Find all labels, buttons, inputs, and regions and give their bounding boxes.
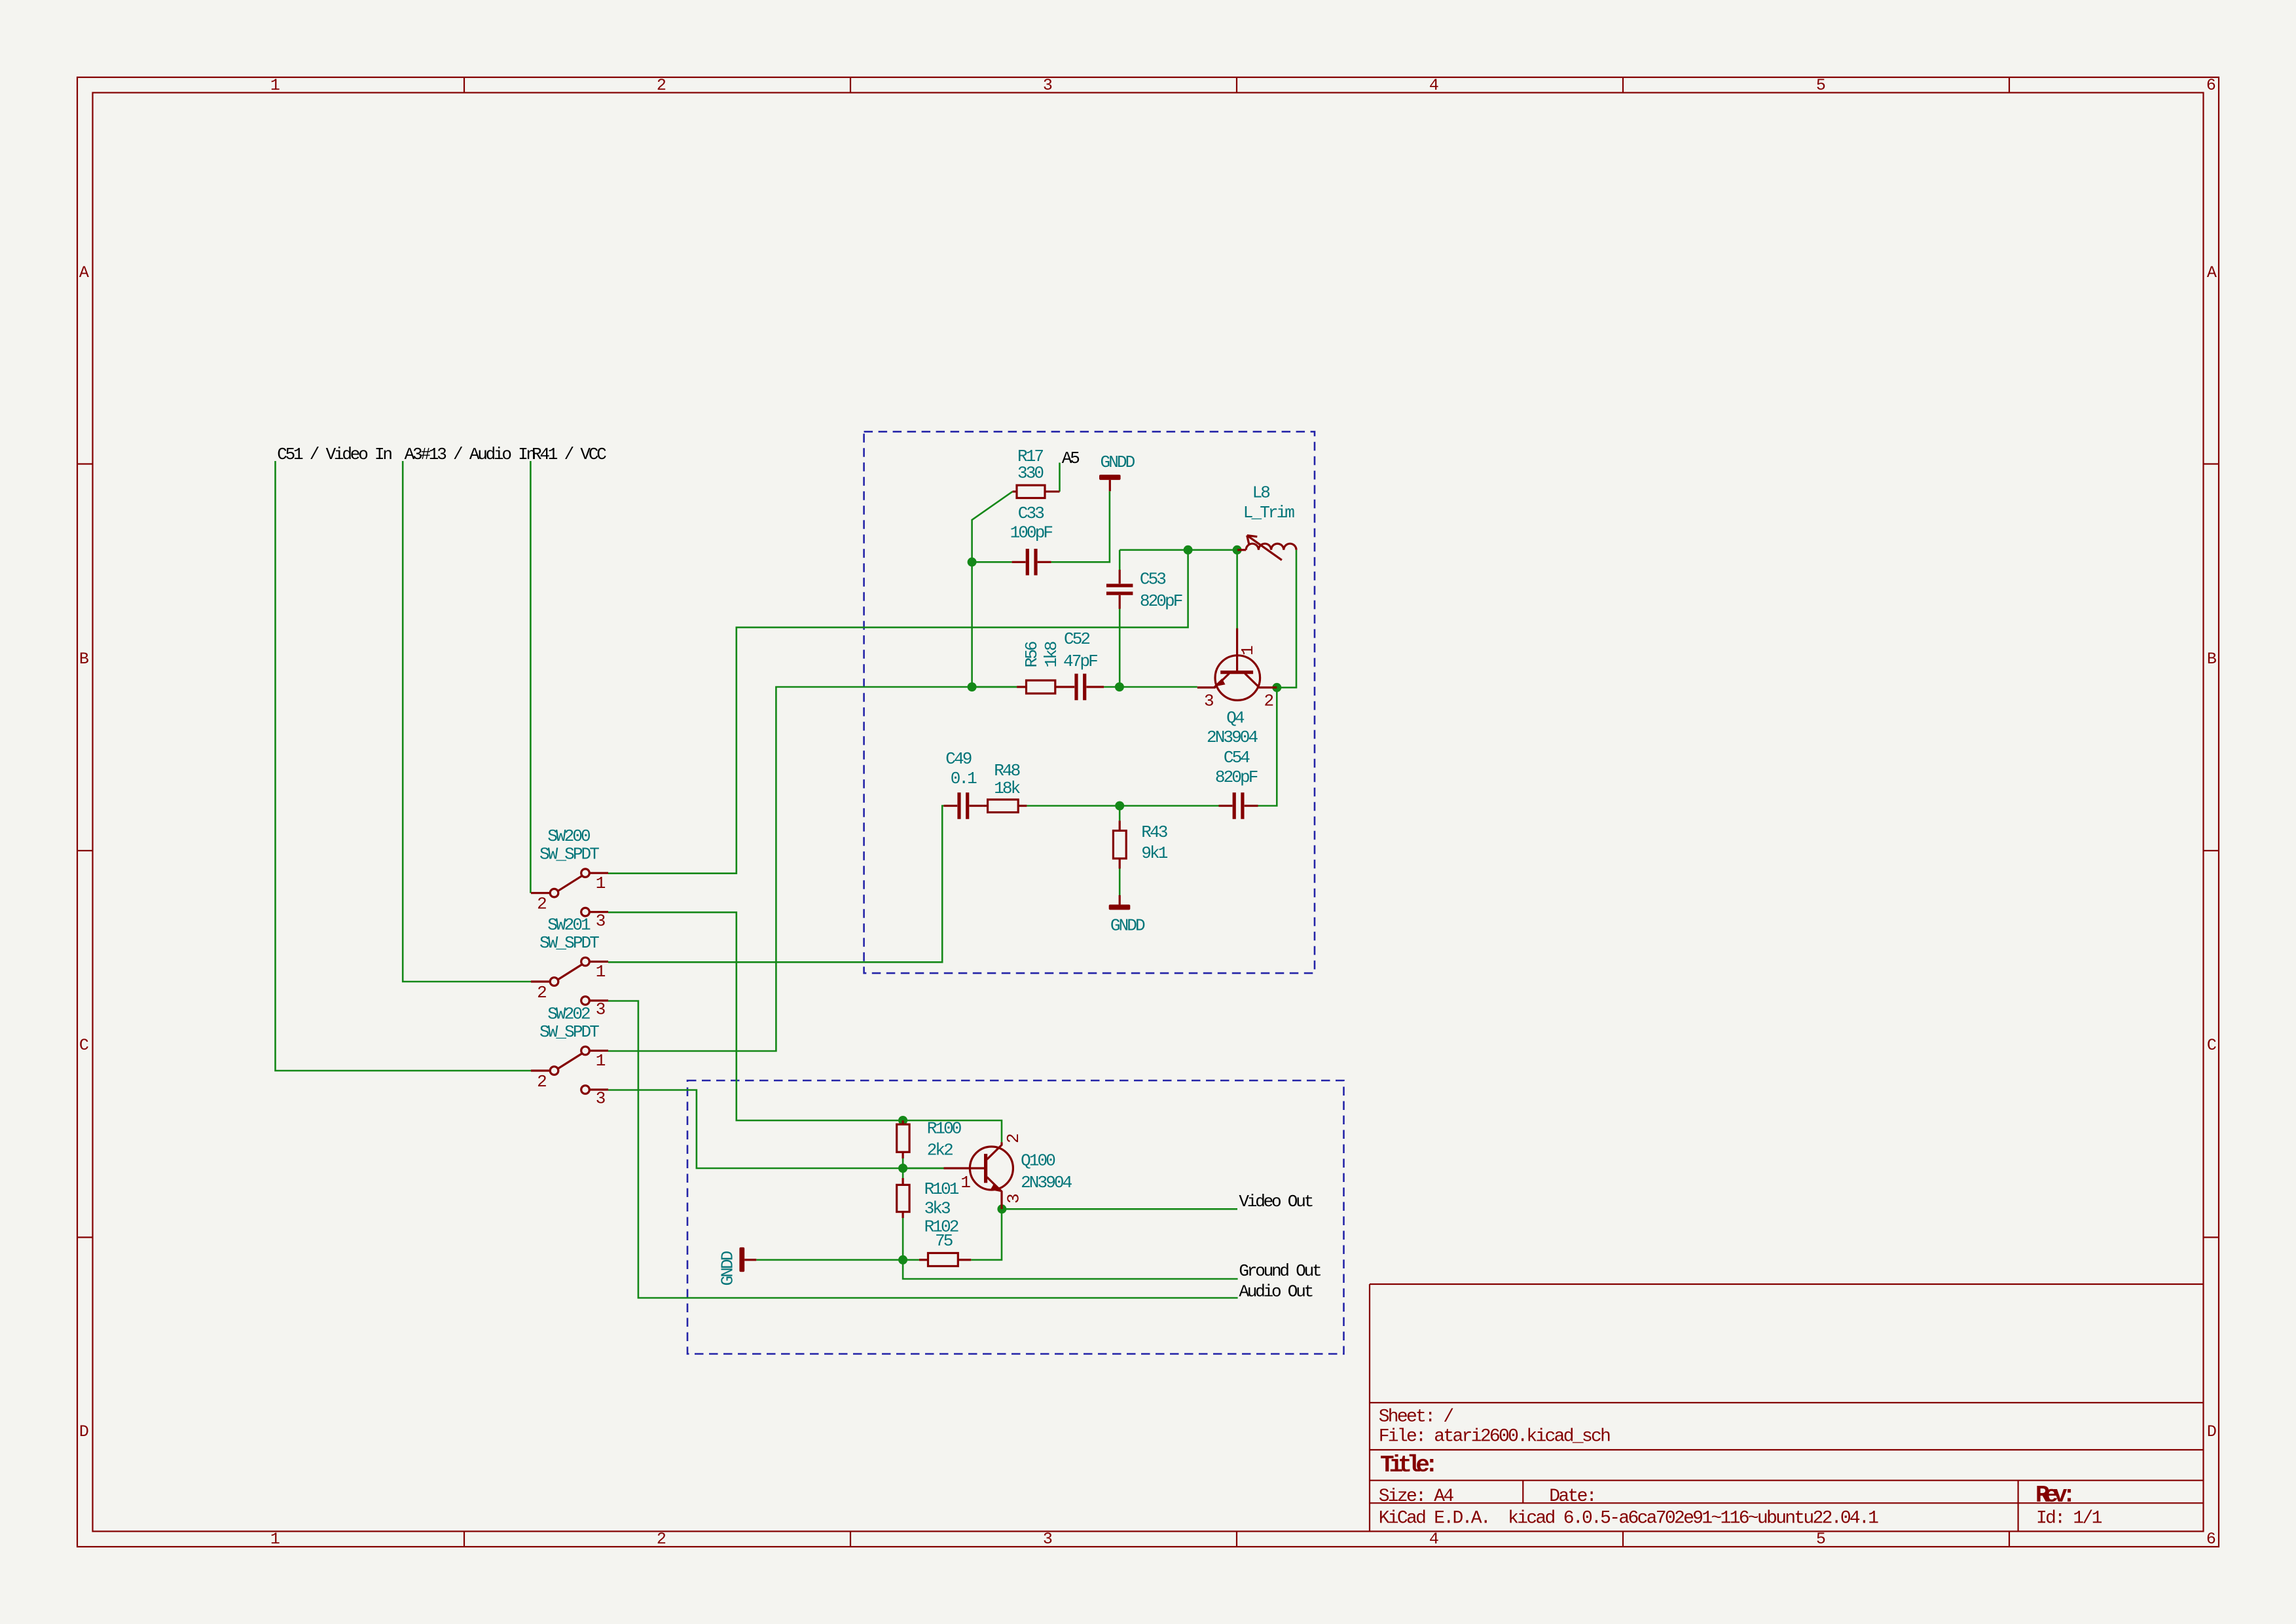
- svg-text:1k8: 1k8: [1042, 642, 1061, 667]
- svg-text:File: atari2600.kicad_sch: File: atari2600.kicad_sch: [1379, 1427, 1610, 1447]
- svg-text:Audio Out: Audio Out: [1239, 1282, 1312, 1302]
- svg-text:R100: R100: [927, 1119, 961, 1139]
- svg-text:Video Out: Video Out: [1239, 1192, 1312, 1211]
- svg-text:6: 6: [2206, 1530, 2215, 1549]
- svg-text:75: 75: [935, 1231, 953, 1251]
- svg-text:R43: R43: [1141, 822, 1167, 842]
- svg-text:Q100: Q100: [1021, 1151, 1055, 1171]
- svg-text:Size: A4: Size: A4: [1379, 1486, 1454, 1507]
- svg-text:2: 2: [537, 1072, 546, 1092]
- svg-text:KiCad E.D.A. kicad 6.0.5-a6ca: KiCad E.D.A. kicad 6.0.5-a6ca702e91~116~…: [1379, 1509, 1878, 1529]
- svg-text:SW_SPDT: SW_SPDT: [539, 845, 599, 864]
- svg-text:5: 5: [1816, 1530, 1825, 1549]
- svg-text:C53: C53: [1140, 569, 1165, 589]
- svg-text:SW202: SW202: [547, 1005, 590, 1024]
- svg-text:2: 2: [537, 983, 546, 1003]
- svg-text:C51 / Video In: C51 / Video In: [277, 445, 392, 464]
- svg-text:330: 330: [1017, 464, 1043, 483]
- svg-text:5: 5: [1816, 76, 1825, 95]
- svg-text:2: 2: [657, 76, 666, 95]
- svg-text:Rev:: Rev:: [2035, 1482, 2071, 1509]
- svg-text:L_Trim: L_Trim: [1243, 503, 1295, 523]
- svg-text:Date:: Date:: [1549, 1486, 1595, 1507]
- svg-text:C54: C54: [1224, 748, 1250, 767]
- svg-text:9k1: 9k1: [1141, 843, 1167, 863]
- svg-text:3: 3: [1043, 1530, 1052, 1549]
- svg-text:2: 2: [1264, 692, 1273, 711]
- svg-text:3: 3: [596, 1000, 605, 1020]
- svg-text:L8: L8: [1252, 483, 1270, 503]
- svg-text:Sheet: /: Sheet: /: [1379, 1407, 1454, 1427]
- svg-text:2N3904: 2N3904: [1207, 728, 1258, 747]
- svg-text:R41 / VCC: R41 / VCC: [532, 445, 606, 464]
- svg-text:R56: R56: [1022, 642, 1042, 667]
- svg-text:D: D: [2207, 1422, 2216, 1441]
- svg-text:A3#13 / Audio In: A3#13 / Audio In: [405, 445, 536, 464]
- svg-text:C: C: [79, 1036, 88, 1055]
- svg-text:1: 1: [1238, 646, 1258, 655]
- svg-text:SW_SPDT: SW_SPDT: [539, 933, 599, 953]
- svg-text:4: 4: [1429, 76, 1438, 95]
- svg-text:2: 2: [537, 895, 546, 914]
- svg-text:R17: R17: [1017, 447, 1043, 466]
- svg-text:C52: C52: [1064, 629, 1089, 649]
- svg-text:3k3: 3k3: [924, 1198, 950, 1218]
- svg-text:SW201: SW201: [547, 915, 591, 935]
- svg-text:GNDD: GNDD: [718, 1251, 738, 1285]
- svg-text:47pF: 47pF: [1063, 652, 1097, 671]
- svg-text:2: 2: [657, 1530, 666, 1549]
- svg-text:C33: C33: [1018, 504, 1044, 523]
- svg-text:1: 1: [270, 1530, 280, 1549]
- svg-text:R101: R101: [924, 1179, 959, 1199]
- svg-text:3: 3: [1004, 1194, 1024, 1204]
- svg-text:3: 3: [1204, 692, 1213, 711]
- svg-text:18k: 18k: [994, 779, 1020, 798]
- svg-text:A5: A5: [1062, 449, 1079, 468]
- svg-text:2: 2: [1004, 1134, 1023, 1143]
- svg-text:820pF: 820pF: [1215, 767, 1258, 787]
- svg-text:SW_SPDT: SW_SPDT: [539, 1022, 599, 1042]
- svg-text:C49: C49: [945, 749, 971, 769]
- svg-text:GNDD: GNDD: [1101, 452, 1135, 472]
- svg-text:3: 3: [596, 1089, 605, 1109]
- svg-text:Id: 1/1: Id: 1/1: [2036, 1509, 2102, 1529]
- svg-text:SW200: SW200: [547, 826, 590, 846]
- svg-text:R48: R48: [994, 761, 1019, 781]
- svg-text:0.1: 0.1: [951, 769, 977, 788]
- svg-text:Title:: Title:: [1380, 1452, 1434, 1479]
- svg-text:1: 1: [270, 76, 280, 95]
- svg-text:D: D: [79, 1422, 88, 1441]
- svg-text:2N3904: 2N3904: [1021, 1173, 1072, 1192]
- svg-text:820pF: 820pF: [1140, 591, 1182, 611]
- svg-text:3: 3: [596, 911, 605, 931]
- svg-text:C: C: [2207, 1036, 2216, 1055]
- svg-text:2k2: 2k2: [927, 1141, 953, 1160]
- svg-text:R102: R102: [924, 1217, 958, 1237]
- svg-text:Ground Out: Ground Out: [1239, 1261, 1321, 1281]
- svg-text:100pF: 100pF: [1010, 523, 1053, 543]
- svg-text:3: 3: [1043, 76, 1052, 95]
- svg-text:GNDD: GNDD: [1110, 916, 1145, 936]
- svg-text:4: 4: [1429, 1530, 1438, 1549]
- svg-text:Q4: Q4: [1226, 709, 1245, 728]
- svg-text:6: 6: [2206, 76, 2215, 95]
